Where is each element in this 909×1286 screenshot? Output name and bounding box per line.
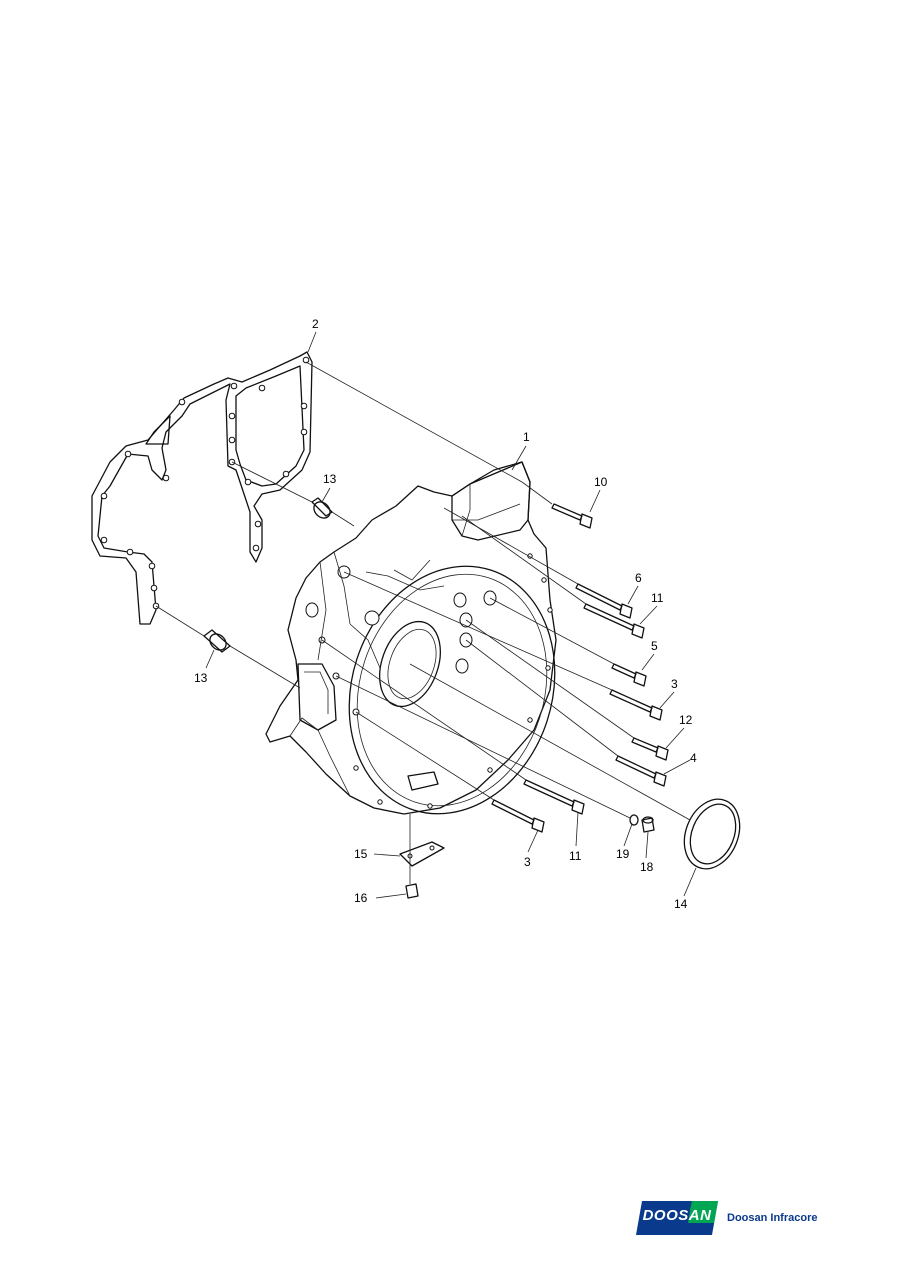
bolt-3-lower — [491, 799, 545, 833]
cover-plate — [399, 841, 445, 867]
flywheel-housing — [265, 461, 557, 815]
label-part-19: 19 — [616, 847, 630, 861]
bolt-12 — [631, 737, 669, 761]
label-part-18: 18 — [640, 860, 654, 874]
label-part-12: 12 — [679, 713, 693, 727]
bolt-3-upper — [609, 689, 663, 721]
dowel-lower — [203, 629, 231, 653]
label-part-4: 4 — [690, 751, 697, 765]
assembly-lines — [155, 361, 691, 874]
label-part-15: 15 — [354, 847, 368, 861]
brand-footer: DOOSAN Doosan Infracore — [636, 1201, 826, 1237]
bolt-10 — [551, 503, 593, 529]
label-part-3-upper: 3 — [671, 677, 678, 691]
bolt-6 — [575, 583, 633, 619]
plug-18 — [641, 816, 655, 833]
gasket — [91, 351, 313, 625]
label-part-3-lower: 3 — [524, 855, 531, 869]
label-part-10: 10 — [594, 475, 608, 489]
doosan-logo — [636, 1201, 718, 1235]
label-part-11-upper: 11 — [651, 591, 664, 605]
label-part-2: 2 — [312, 317, 319, 331]
label-part-13-upper: 13 — [323, 472, 337, 486]
bolt-11-upper — [583, 603, 645, 639]
washer-19 — [629, 814, 639, 826]
oil-seal — [683, 798, 741, 870]
label-part-14: 14 — [674, 897, 688, 911]
bolt-4 — [615, 755, 667, 787]
label-part-1: 1 — [523, 430, 530, 444]
label-part-11-lower: 11 — [569, 849, 582, 863]
company-name: Doosan Infracore — [727, 1212, 818, 1224]
leader-lines — [205, 331, 697, 899]
bolt-5 — [611, 663, 647, 687]
bolt-11-lower — [523, 779, 585, 815]
logo-wordmark: DOOSAN — [642, 1207, 712, 1224]
part-labels: 2 1 10 13 6 11 5 13 3 12 4 15 3 11 19 18… — [194, 317, 697, 911]
label-part-16: 16 — [354, 891, 368, 905]
label-part-6: 6 — [635, 571, 642, 585]
label-part-5: 5 — [651, 639, 658, 653]
cover-bolt — [405, 874, 419, 899]
label-part-13-lower: 13 — [194, 671, 208, 685]
